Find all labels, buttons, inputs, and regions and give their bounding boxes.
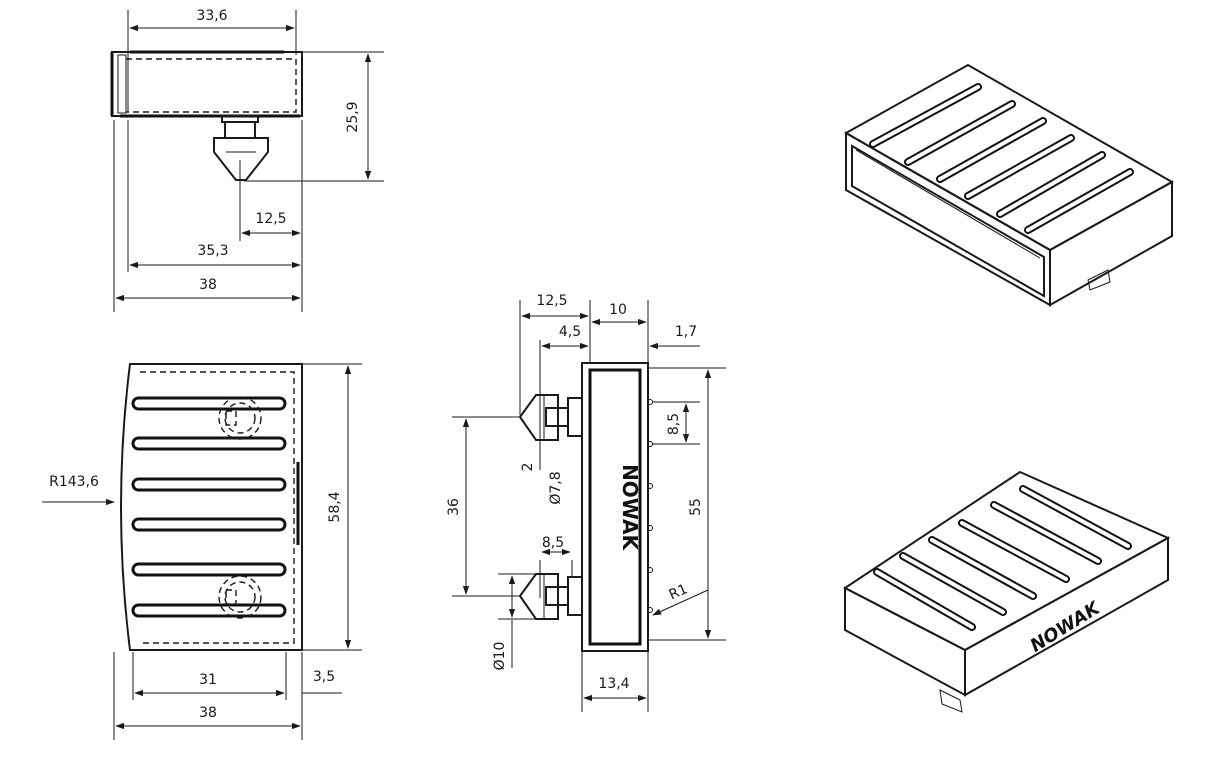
- dim-label: 13,4: [598, 676, 629, 692]
- dim-label: 38: [199, 705, 217, 721]
- dim-label: 10: [609, 302, 627, 318]
- side-view-outline: [581, 362, 649, 652]
- iso-view-back: [843, 63, 1175, 307]
- dim-label: 31: [199, 672, 217, 688]
- grip-slots: [131, 396, 287, 618]
- iso-front-ribs: [873, 485, 1132, 631]
- iso-logo: NOWAK: [1027, 597, 1106, 657]
- dim-label: 4,5: [559, 324, 581, 340]
- dim-label: 12,5: [536, 293, 567, 309]
- dim-label: 1,7: [675, 324, 697, 340]
- upper-pin: [518, 394, 583, 441]
- dim-label: Ø10: [492, 642, 508, 671]
- side-view: NOWAK 12,5: [446, 293, 726, 712]
- top-view: 33,6 25,9 12,5 35,3 38: [110, 8, 384, 312]
- dim-label: R1: [667, 581, 691, 603]
- pin-profile: [213, 115, 269, 181]
- dim-label: 8,5: [666, 413, 682, 435]
- dim-label: R143,6: [49, 474, 99, 490]
- dim-label: 25,9: [345, 101, 361, 132]
- dim-label: 8,5: [542, 535, 564, 551]
- iso-view-front: NOWAK: [843, 470, 1171, 713]
- dim-label: 55: [688, 498, 704, 516]
- dim-label: 35,3: [197, 243, 228, 259]
- dim-label: 38: [199, 277, 217, 293]
- dim-label: 3,5: [313, 669, 335, 685]
- hidden-pin-circles: [218, 396, 262, 619]
- dim-label: 33,6: [196, 8, 227, 24]
- dim-label: Ø7,8: [548, 471, 564, 504]
- dim-label: 2: [520, 463, 536, 472]
- front-view: R143,6 58,4 31 3,5 38: [42, 363, 362, 740]
- iso-back-ribs: [869, 83, 1134, 234]
- dim-label: 58,4: [327, 491, 343, 522]
- dim-label: 12,5: [255, 211, 286, 227]
- dim-label: 36: [446, 498, 462, 516]
- side-view-logo: NOWAK: [618, 464, 642, 551]
- top-view-outline: [111, 51, 303, 117]
- lower-pin: [518, 573, 583, 620]
- front-view-outline: [120, 363, 303, 651]
